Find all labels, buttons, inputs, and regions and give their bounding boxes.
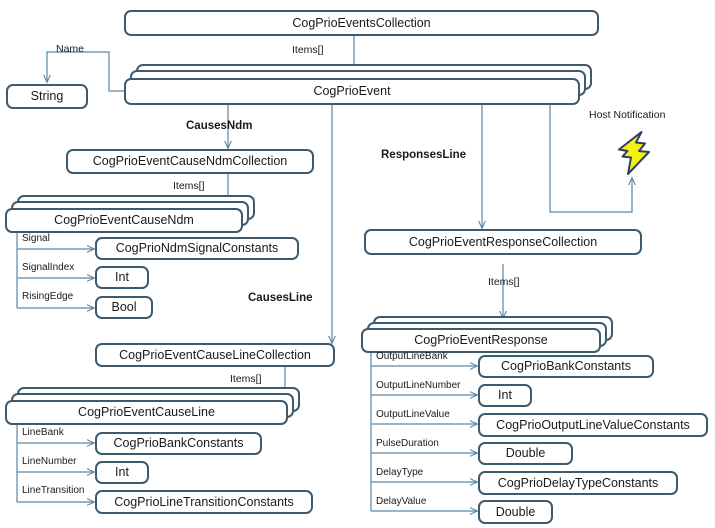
node-label: Int xyxy=(115,270,129,285)
node-label: Bool xyxy=(111,300,137,315)
edge-label-name: Name xyxy=(56,43,85,55)
edge-label-causesline: CausesLine xyxy=(248,292,313,304)
node-label: CogPrioEventCauseLineCollection xyxy=(119,347,311,362)
node-label: CogPrioEventCauseNdmCollection xyxy=(92,154,288,169)
node-label: CogPrioBankConstants xyxy=(113,436,244,451)
node-line-int[interactable]: Int xyxy=(95,461,149,484)
node-cogpriodelaytypeconstants[interactable]: CogPrioDelayTypeConstants xyxy=(478,471,678,495)
edge-label-linebank: LineBank xyxy=(22,427,64,438)
edge-label-risingedge: RisingEdge xyxy=(22,291,74,302)
node-cogprioeventresponsecollection[interactable]: CogPrioEventResponseCollection xyxy=(364,229,642,255)
node-ndm-bool[interactable]: Bool xyxy=(95,296,153,319)
node-label: String xyxy=(30,89,64,104)
node-string[interactable]: String xyxy=(6,84,88,109)
node-label: CogPrioEventResponseCollection xyxy=(408,234,598,249)
node-resp-int[interactable]: Int xyxy=(478,384,532,407)
edge-label-responsesline: ResponsesLine xyxy=(381,149,466,161)
node-resp-pulse-double[interactable]: Double xyxy=(478,442,573,465)
node-label: CogPrioEventCauseLine xyxy=(78,405,215,420)
edge-label-signalindex: SignalIndex xyxy=(22,262,75,273)
node-cogprioeventcausendm[interactable]: CogPrioEventCauseNdm xyxy=(5,208,243,233)
edge-label-linetransition: LineTransition xyxy=(22,485,85,496)
node-resp-cogpriobankconstants[interactable]: CogPrioBankConstants xyxy=(478,355,654,378)
node-line-cogpriobankconstants[interactable]: CogPrioBankConstants xyxy=(95,432,262,455)
edge-label-items-line: Items[] xyxy=(230,373,262,385)
node-cogprioeventcauseline[interactable]: CogPrioEventCauseLine xyxy=(5,400,288,425)
host-notification-label: Host Notification xyxy=(589,109,666,121)
node-cogprioeventcausendmcollection[interactable]: CogPrioEventCauseNdmCollection xyxy=(66,149,314,174)
node-label: Double xyxy=(495,504,536,519)
edge-label-causesndm: CausesNdm xyxy=(186,120,253,132)
node-label: CogPrioNdmSignalConstants xyxy=(115,241,279,256)
node-label: CogPrioEvent xyxy=(313,84,391,99)
node-cogpriolinetransitionconstants[interactable]: CogPrioLineTransitionConstants xyxy=(95,490,313,514)
edge-label-outputlinebank: OutputLineBank xyxy=(376,351,448,362)
node-label: Int xyxy=(498,388,512,403)
node-label: CogPrioDelayTypeConstants xyxy=(497,475,659,490)
edge-label-outputlinevalue: OutputLineValue xyxy=(376,409,450,420)
node-cogpriooutputlinevalueconstants[interactable]: CogPrioOutputLineValueConstants xyxy=(478,413,708,437)
node-ndm-int[interactable]: Int xyxy=(95,266,149,289)
node-label: Double xyxy=(505,446,546,461)
node-cogprioeventcauselinecollection[interactable]: CogPrioEventCauseLineCollection xyxy=(95,343,335,367)
edge-label-linenumber: LineNumber xyxy=(22,456,77,467)
node-label: CogPrioEventsCollection xyxy=(292,15,431,30)
lightning-bolt-icon xyxy=(618,131,650,175)
node-label: CogPrioEventResponse xyxy=(414,333,548,348)
node-label: CogPrioLineTransitionConstants xyxy=(114,494,294,509)
edge-label-items-top: Items[] xyxy=(292,44,324,56)
node-label: Int xyxy=(115,465,129,480)
node-cogpriondmsignalconstants[interactable]: CogPrioNdmSignalConstants xyxy=(95,237,299,260)
node-label: CogPrioEventCauseNdm xyxy=(54,213,194,228)
node-cogprioeventscollection[interactable]: CogPrioEventsCollection xyxy=(124,10,599,36)
edge-label-delaytype: DelayType xyxy=(376,467,424,478)
node-label: CogPrioOutputLineValueConstants xyxy=(496,417,690,432)
node-label: CogPrioBankConstants xyxy=(501,359,631,374)
node-cogprioevent[interactable]: CogPrioEvent xyxy=(124,78,580,105)
edge-label-pulseduration: PulseDuration xyxy=(376,438,439,449)
edge-label-outputlinenumber: OutputLineNumber xyxy=(376,380,461,391)
node-resp-delay-double[interactable]: Double xyxy=(478,500,553,524)
node-cogprioeventresponse[interactable]: CogPrioEventResponse xyxy=(361,328,601,353)
edge-label-items-response: Items[] xyxy=(488,276,520,288)
edge-label-signal: Signal xyxy=(22,233,50,244)
edge-label-delayvalue: DelayValue xyxy=(376,496,427,507)
edge-label-items-ndm: Items[] xyxy=(173,180,205,192)
